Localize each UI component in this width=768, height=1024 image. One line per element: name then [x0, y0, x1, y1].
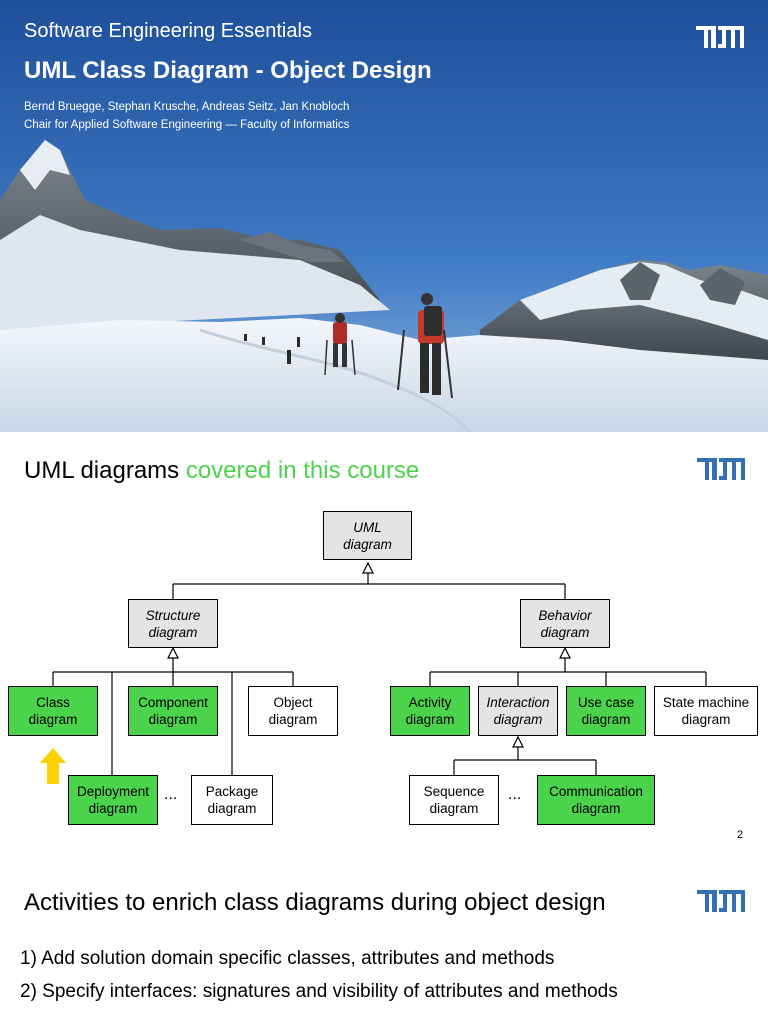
mountain-ski-touring-photo [0, 0, 768, 432]
activity-item-1: 1) Add solution domain specific classes,… [20, 948, 555, 969]
interaction-diagram-node: Interaction diagram [478, 686, 558, 736]
class-diagram-node: Class diagram [8, 686, 98, 736]
uml-diagrams-slide: UML diagrams covered in this course [0, 432, 768, 864]
lecture-title: UML Class Diagram - Object Design [24, 57, 432, 84]
slide-title: UML diagrams covered in this course [24, 457, 419, 485]
page-number: 2 [737, 829, 744, 841]
tum-logo-icon [696, 26, 744, 48]
behavior-diagram-node: Behavior diagram [520, 599, 610, 648]
behavior-ellipsis: ... [508, 786, 522, 803]
structure-diagram-node: Structure diagram [128, 599, 218, 648]
tum-logo-icon [697, 890, 745, 912]
course-subtitle: Software Engineering Essentials [24, 20, 312, 42]
sequence-diagram-node: Sequence diagram [409, 775, 499, 825]
package-diagram-node: Package diagram [191, 775, 273, 825]
deployment-diagram-node: Deployment diagram [68, 775, 158, 825]
activity-item-2: 2) Specify interfaces: signatures and vi… [20, 981, 618, 1002]
title-highlight: covered in this course [185, 457, 420, 484]
state-machine-diagram-node: State machine diagram [654, 686, 758, 736]
object-design-activities-slide: Activities to enrich class diagrams duri… [0, 864, 768, 1024]
authors-line: Bernd Bruegge, Stephan Krusche, Andreas … [24, 101, 350, 113]
up-arrow-icon [40, 748, 66, 784]
use-case-diagram-node: Use case diagram [566, 686, 646, 736]
structure-ellipsis: ... [164, 786, 178, 803]
title-plain: UML diagrams [24, 457, 186, 484]
tum-logo-icon [697, 458, 745, 480]
component-diagram-node: Component diagram [128, 686, 218, 736]
uml-diagram-node: UML diagram [323, 511, 412, 560]
communication-diagram-node: Communication diagram [537, 775, 655, 825]
object-diagram-node: Object diagram [248, 686, 338, 736]
chair-line: Chair for Applied Software Engineering —… [24, 119, 350, 131]
hierarchy-connectors [40, 561, 707, 784]
slide-title: Activities to enrich class diagrams duri… [24, 889, 606, 916]
title-slide: Software Engineering Essentials UML Clas… [0, 0, 768, 432]
activity-diagram-node: Activity diagram [390, 686, 470, 736]
